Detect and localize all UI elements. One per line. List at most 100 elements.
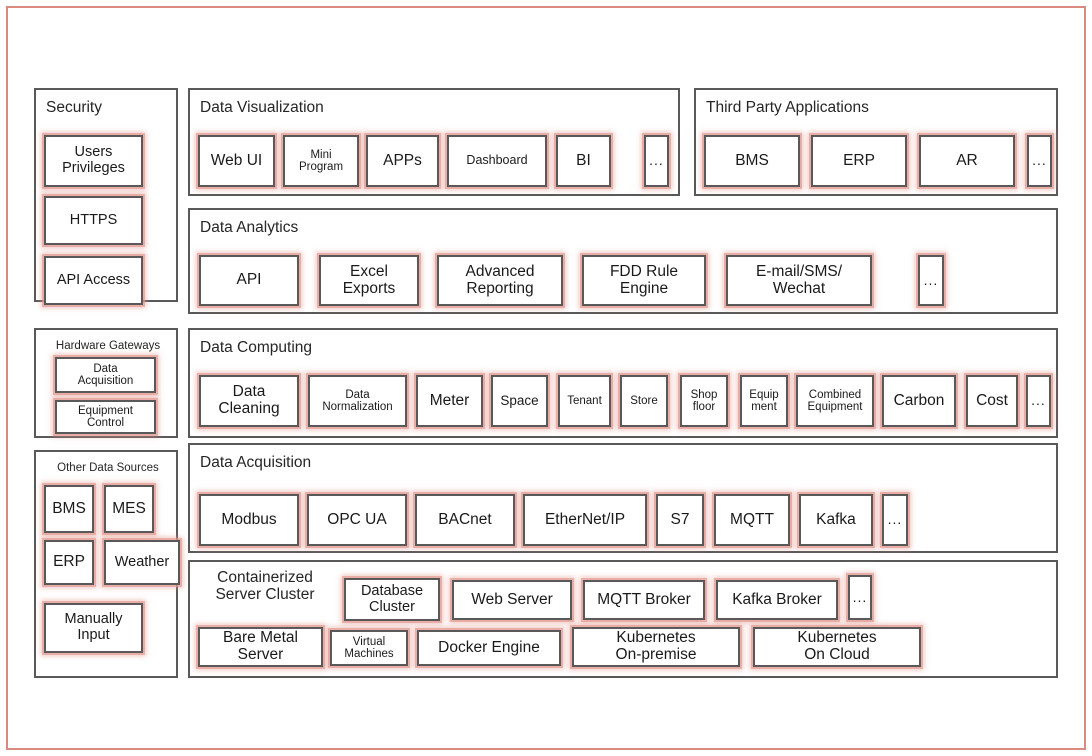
node-database-cluster[interactable]: Database Cluster <box>344 578 440 621</box>
node-source-erp[interactable]: ERP <box>44 540 94 585</box>
node-cost[interactable]: Cost <box>966 375 1018 427</box>
node-label: AR <box>956 151 978 169</box>
node-apps[interactable]: APPs <box>366 135 439 187</box>
node-label: Equip ment <box>749 388 779 413</box>
node-shop-floor[interactable]: Shop floor <box>680 375 728 427</box>
node-label: BI <box>576 151 591 169</box>
node-equipment-control[interactable]: Equipment Control <box>55 400 156 434</box>
node-tenant[interactable]: Tenant <box>558 375 611 427</box>
node-bare-metal-server[interactable]: Bare Metal Server <box>198 627 323 667</box>
node-kafka-broker[interactable]: Kafka Broker <box>716 580 838 620</box>
node-dashboard[interactable]: Dashboard <box>447 135 547 187</box>
node-label: Combined Equipment <box>807 388 863 413</box>
node-analytics-api[interactable]: API <box>199 255 299 306</box>
node-mini-program[interactable]: Mini Program <box>283 135 359 187</box>
node-label: MES <box>112 499 146 517</box>
node-label: Weather <box>114 553 170 570</box>
node-label: ... <box>1032 152 1047 169</box>
node-kubernetes-on-cloud[interactable]: Kubernetes On Cloud <box>753 627 921 667</box>
node-third-party-erp[interactable]: ERP <box>811 135 907 187</box>
node-label: BMS <box>735 151 769 169</box>
node-docker-engine[interactable]: Docker Engine <box>417 630 561 666</box>
node-carbon[interactable]: Carbon <box>882 375 956 427</box>
node-email-sms-wechat[interactable]: E-mail/SMS/ Wechat <box>726 255 872 306</box>
node-label: Data Normalization <box>322 388 393 413</box>
node-data-acquisition-gateway[interactable]: Data Acquisition <box>55 357 156 393</box>
node-third-party-bms[interactable]: BMS <box>704 135 800 187</box>
node-meter[interactable]: Meter <box>416 375 483 427</box>
node-bi[interactable]: BI <box>556 135 611 187</box>
section-title-containerized-server-cluster: Containerized Server Cluster <box>215 569 315 603</box>
node-data-normalization[interactable]: Data Normalization <box>308 375 407 427</box>
node-api-access[interactable]: API Access <box>44 256 143 305</box>
node-label: Mini Program <box>298 148 344 173</box>
node-space[interactable]: Space <box>491 375 548 427</box>
node-label: E-mail/SMS/ Wechat <box>755 262 843 297</box>
node-third-party-ar[interactable]: AR <box>919 135 1015 187</box>
node-combined-equipment[interactable]: Combined Equipment <box>796 375 874 427</box>
node-bacnet[interactable]: BACnet <box>415 494 515 546</box>
node-kubernetes-on-premise[interactable]: Kubernetes On-premise <box>572 627 740 667</box>
node-label: Bare Metal Server <box>223 629 298 663</box>
node-s7[interactable]: S7 <box>656 494 704 546</box>
node-web-server[interactable]: Web Server <box>452 580 572 620</box>
node-source-bms[interactable]: BMS <box>44 485 94 533</box>
node-label: Manually Input <box>64 611 123 643</box>
node-label: ... <box>1031 392 1046 409</box>
node-label: Advanced Reporting <box>465 262 535 297</box>
node-modbus[interactable]: Modbus <box>199 494 299 546</box>
node-label: Equipment Control <box>78 404 133 429</box>
node-mqtt[interactable]: MQTT <box>714 494 790 546</box>
node-manually-input[interactable]: Manually Input <box>44 603 143 653</box>
node-label: Tenant <box>567 394 602 407</box>
node-label: Excel Exports <box>342 262 396 297</box>
node-opc-ua[interactable]: OPC UA <box>307 494 407 546</box>
node-label: Database Cluster <box>360 582 424 615</box>
node-label: Users Privileges <box>62 144 125 176</box>
node-label: MQTT Broker <box>597 590 691 608</box>
node-more-data-acquisition[interactable]: ... <box>882 494 908 546</box>
node-source-weather[interactable]: Weather <box>104 540 180 585</box>
node-https[interactable]: HTTPS <box>44 196 143 245</box>
node-more-containerized[interactable]: ... <box>848 575 872 620</box>
node-store[interactable]: Store <box>620 375 668 427</box>
node-label: Web UI <box>210 151 263 169</box>
node-data-cleaning[interactable]: Data Cleaning <box>199 375 299 427</box>
node-more-data-visualization[interactable]: ... <box>644 135 669 187</box>
node-label: API Access <box>56 271 131 288</box>
section-title-data-computing: Data Computing <box>200 339 313 356</box>
node-label: ... <box>852 588 868 605</box>
node-label: Dashboard <box>466 153 528 168</box>
node-label: Modbus <box>221 510 277 528</box>
node-mqtt-broker[interactable]: MQTT Broker <box>583 580 705 620</box>
node-more-data-analytics[interactable]: ... <box>918 255 944 306</box>
node-users-privileges[interactable]: Users Privileges <box>44 135 143 187</box>
node-label: ERP <box>843 151 875 169</box>
node-label: Docker Engine <box>438 638 540 656</box>
section-title-data-visualization: Data Visualization <box>200 99 324 116</box>
node-virtual-machines[interactable]: Virtual Machines <box>330 630 408 666</box>
node-label: Web Server <box>471 590 553 608</box>
node-more-data-computing[interactable]: ... <box>1026 375 1051 427</box>
node-label: OPC UA <box>327 510 387 528</box>
node-ethernet-ip[interactable]: EtherNet/IP <box>523 494 647 546</box>
section-title-data-acquisition: Data Acquisition <box>200 454 312 471</box>
node-label: Data Cleaning <box>218 383 280 417</box>
node-label: S7 <box>670 510 690 528</box>
node-label: Shop floor <box>690 388 718 413</box>
node-equipment[interactable]: Equip ment <box>740 375 788 427</box>
section-title-security: Security <box>46 99 102 116</box>
node-label: Kubernetes On-premise <box>615 629 697 663</box>
node-label: Virtual Machines <box>344 635 394 660</box>
node-fdd-rule-engine[interactable]: FDD Rule Engine <box>582 255 706 306</box>
node-label: Meter <box>429 391 470 409</box>
node-web-ui[interactable]: Web UI <box>198 135 275 187</box>
node-source-mes[interactable]: MES <box>104 485 154 533</box>
node-label: ... <box>649 152 664 169</box>
node-kafka[interactable]: Kafka <box>799 494 873 546</box>
node-excel-exports[interactable]: Excel Exports <box>319 255 419 306</box>
node-label: Space <box>500 392 539 408</box>
node-advanced-reporting[interactable]: Advanced Reporting <box>437 255 563 306</box>
node-more-third-party[interactable]: ... <box>1027 135 1052 187</box>
